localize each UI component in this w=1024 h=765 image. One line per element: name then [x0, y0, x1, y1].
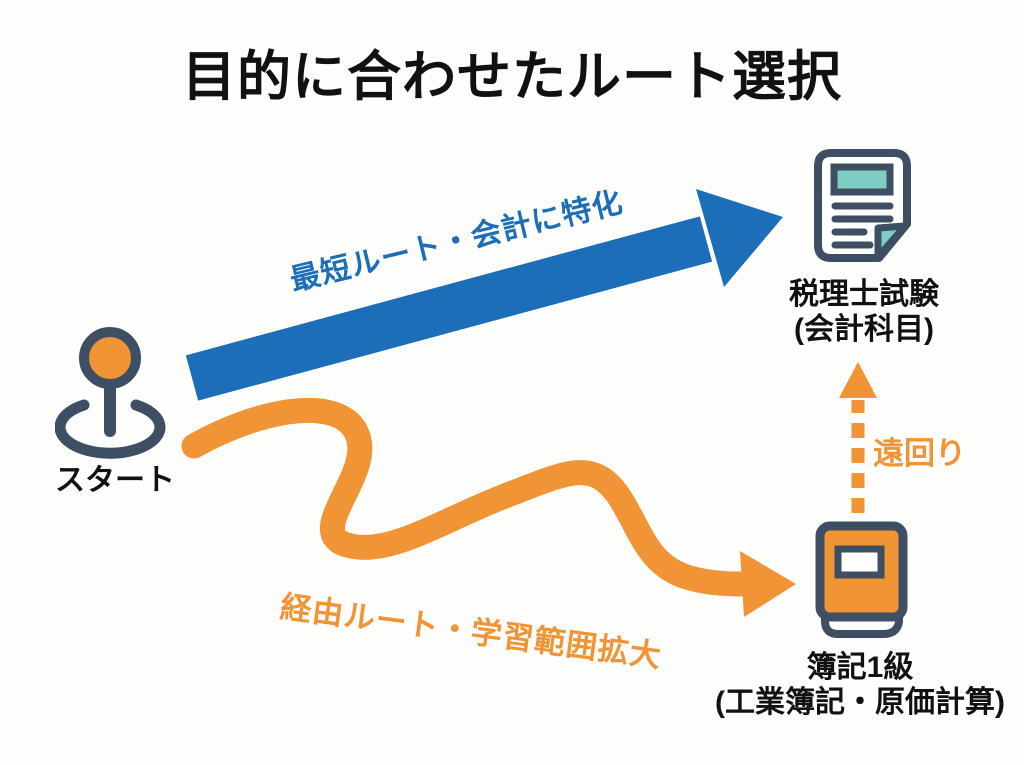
- wavy-arrow: [181, 397, 796, 617]
- book-icon: [815, 521, 908, 638]
- dashed-arrow-up: [839, 362, 877, 513]
- bookkeeping-title: 簿記1級: [806, 651, 914, 684]
- document-icon: [814, 149, 911, 262]
- bookkeeping-label: 簿記1級 (工業簿記・原価計算): [660, 650, 1024, 721]
- exam-title: 税理士試験: [789, 278, 939, 311]
- exam-label: 税理士試験 (会計科目): [714, 277, 1014, 348]
- bookkeeping-subtitle: (工業簿記・原価計算): [715, 686, 1005, 720]
- straight-arrow: [185, 189, 783, 401]
- exam-subtitle: (会計科目): [794, 313, 934, 347]
- detour-label: 遠回り: [873, 436, 966, 471]
- map-pin-icon: [55, 327, 166, 459]
- start-label: スタート: [55, 464, 175, 497]
- page-title: 目的に合わせたルート選択: [182, 47, 842, 107]
